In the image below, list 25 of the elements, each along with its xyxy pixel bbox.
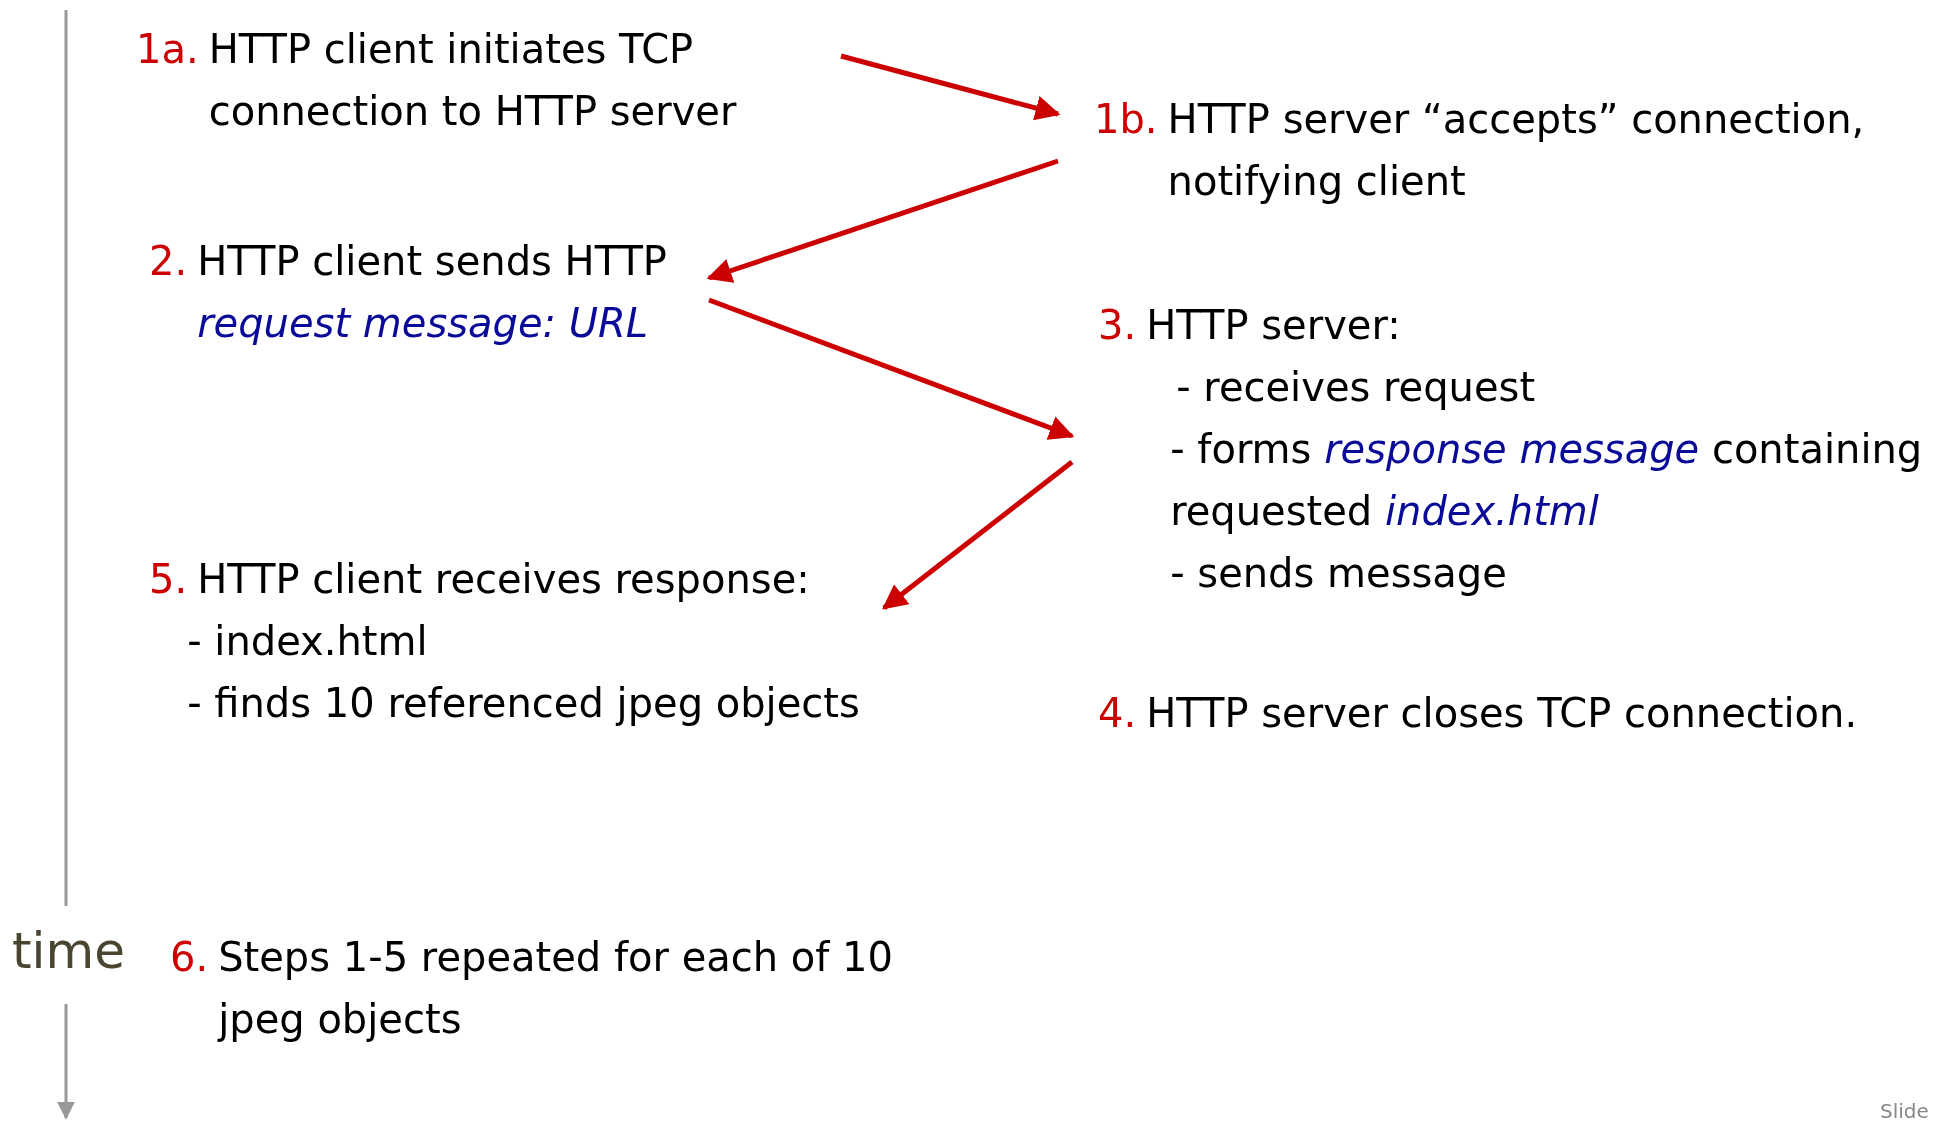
step-text: - receives request — [1176, 363, 1537, 412]
axis-label: time — [12, 924, 125, 979]
arrow — [840, 53, 1061, 121]
step-text: HTTP server: — [1146, 301, 1402, 350]
step-text: - index.html — [187, 617, 429, 666]
step-text: HTTP client sends HTTP request message: URL — [197, 237, 668, 348]
step-number: 5. — [149, 555, 188, 604]
step-text: - sends message — [1170, 549, 1508, 598]
step-number: 1a. — [136, 25, 199, 74]
arrow — [708, 297, 1075, 440]
step-text: Steps 1-5 repeated for each of 10 jpeg objects — [218, 933, 894, 1044]
slide-number: Slide — [1880, 1100, 1929, 1122]
step-text: HTTP client receives response: — [197, 555, 811, 604]
step-number: 4. — [1098, 689, 1137, 738]
step-text: HTTP server “accepts” connection, notifying client — [1167, 95, 1866, 206]
arrow — [882, 460, 1074, 610]
step-text: - forms response message containing requested index.html — [1170, 425, 1924, 536]
step-number: 3. — [1098, 301, 1137, 350]
step-text: HTTP server closes TCP connection. — [1146, 689, 1859, 738]
step-number: 2. — [149, 237, 188, 286]
step-text: - finds 10 referenced jpeg objects — [187, 679, 861, 728]
step-number: 6. — [170, 933, 209, 982]
arrow — [706, 158, 1059, 283]
step-text: HTTP client initiates TCP connection to HTTP server — [208, 25, 738, 136]
step-number: 1b. — [1094, 95, 1158, 144]
